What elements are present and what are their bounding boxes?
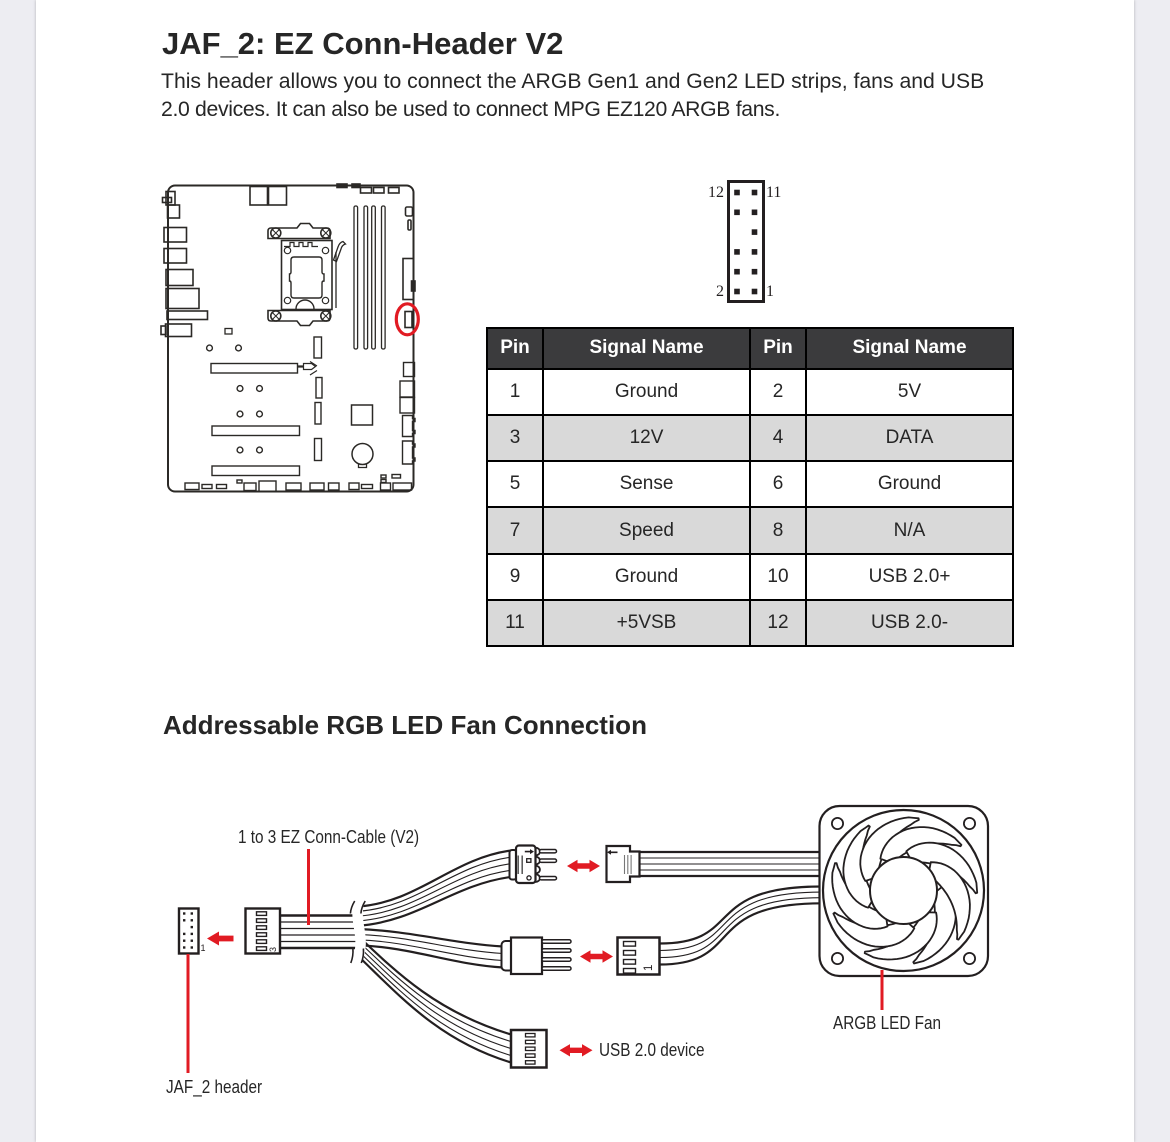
svg-text:1: 1: [201, 943, 206, 953]
svg-text:3: 3: [268, 947, 278, 952]
svg-text:1: 1: [643, 965, 655, 971]
